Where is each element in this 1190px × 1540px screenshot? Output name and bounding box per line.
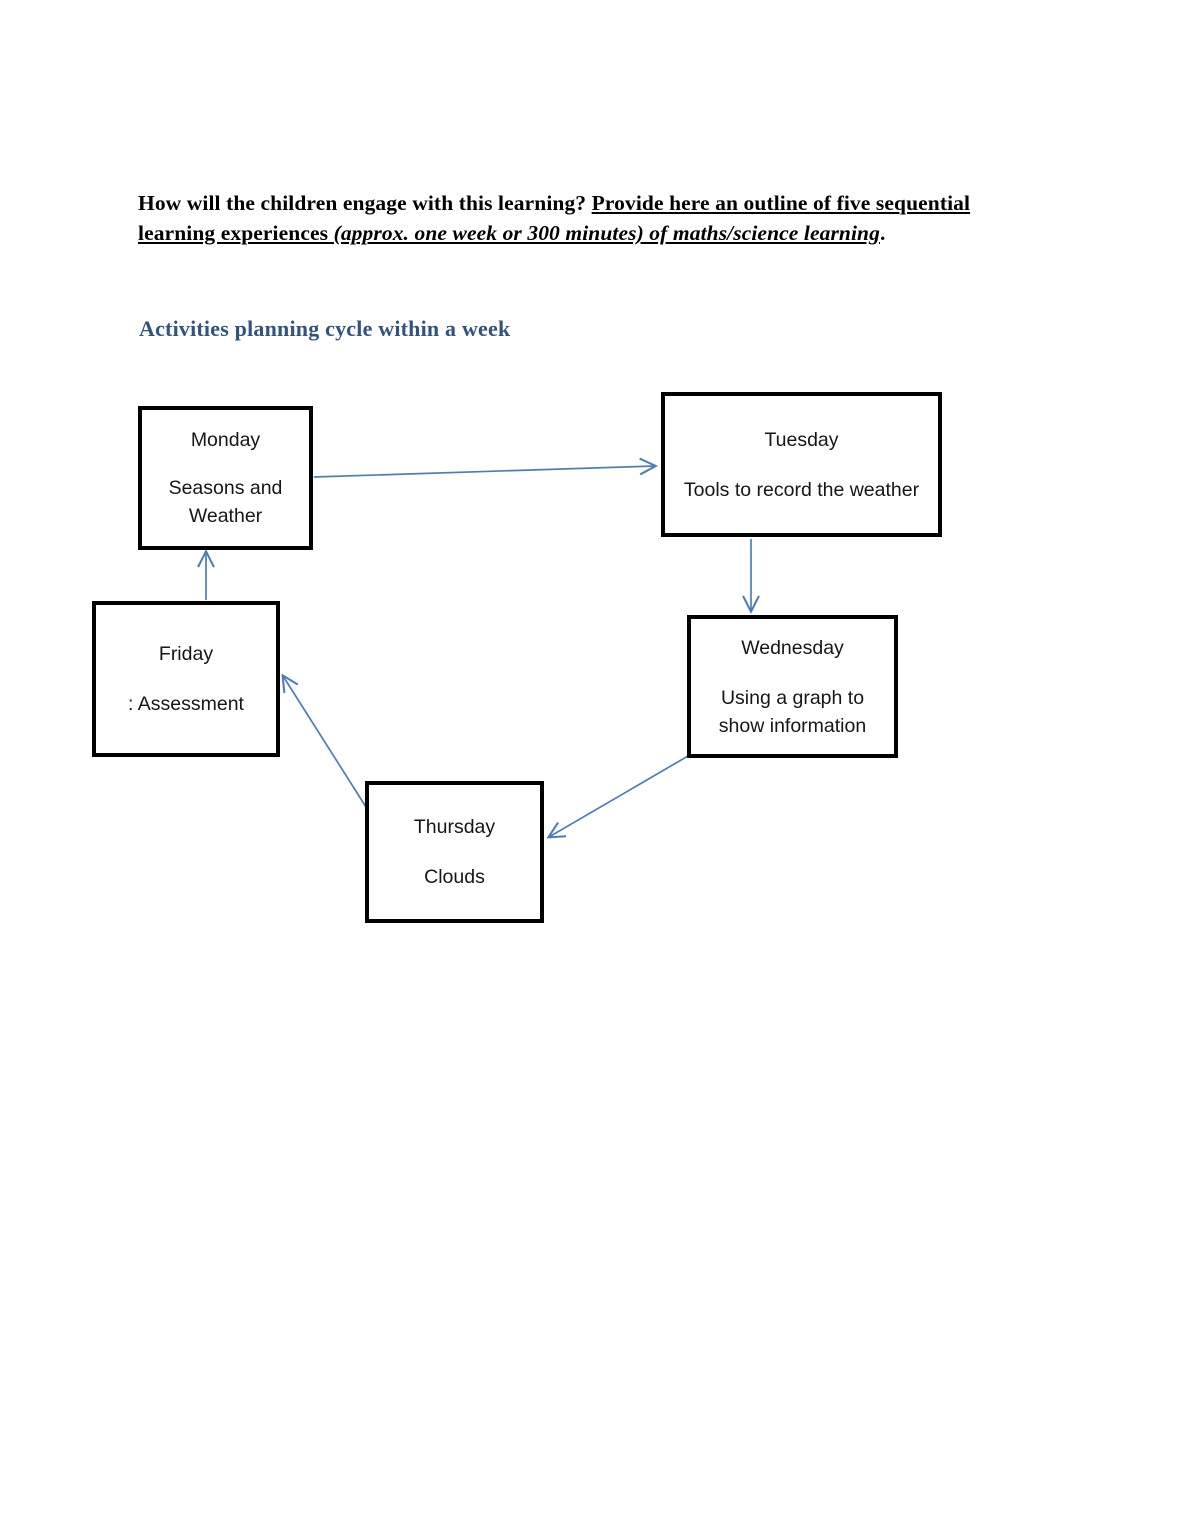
node-friday-day: Friday: [158, 643, 214, 665]
heading-instruction: Provide here an outline of five sequenti…: [138, 191, 971, 245]
page-heading: How will the children engage with this l…: [138, 188, 1048, 248]
node-tuesday-detail: Tools to record the weather: [683, 478, 920, 501]
node-wednesday[interactable]: Wednesday Using a graph to show informat…: [687, 615, 898, 758]
node-friday-detail: : Assessment: [128, 693, 244, 715]
arrow-wednesday-to-thursday: [549, 755, 689, 837]
node-tuesday-day: Tuesday: [764, 428, 839, 451]
node-thursday-detail: Clouds: [424, 866, 485, 888]
node-monday-detail: Seasons and Weather: [168, 477, 283, 527]
heading-qualifier: (approx. one week or 300 minutes) of mat…: [333, 221, 880, 245]
arrow-monday-to-tuesday: [313, 466, 655, 478]
arrow-thursday-to-friday: [283, 676, 367, 808]
heading-question: How will the children engage with this l…: [138, 191, 592, 215]
node-wednesday-day: Wednesday: [741, 636, 844, 659]
heading-period: .: [879, 221, 886, 245]
node-monday-day: Monday: [190, 429, 261, 451]
node-thursday[interactable]: Thursday Clouds: [365, 781, 544, 923]
node-tuesday[interactable]: Tuesday Tools to record the weather: [661, 392, 942, 537]
node-monday[interactable]: Monday Seasons and Weather: [138, 406, 313, 550]
node-friday[interactable]: Friday : Assessment: [92, 601, 280, 757]
section-subtitle: Activities planning cycle within a week: [139, 316, 511, 341]
node-wednesday-detail: Using a graph to show information: [718, 686, 867, 737]
node-thursday-day: Thursday: [413, 816, 496, 838]
